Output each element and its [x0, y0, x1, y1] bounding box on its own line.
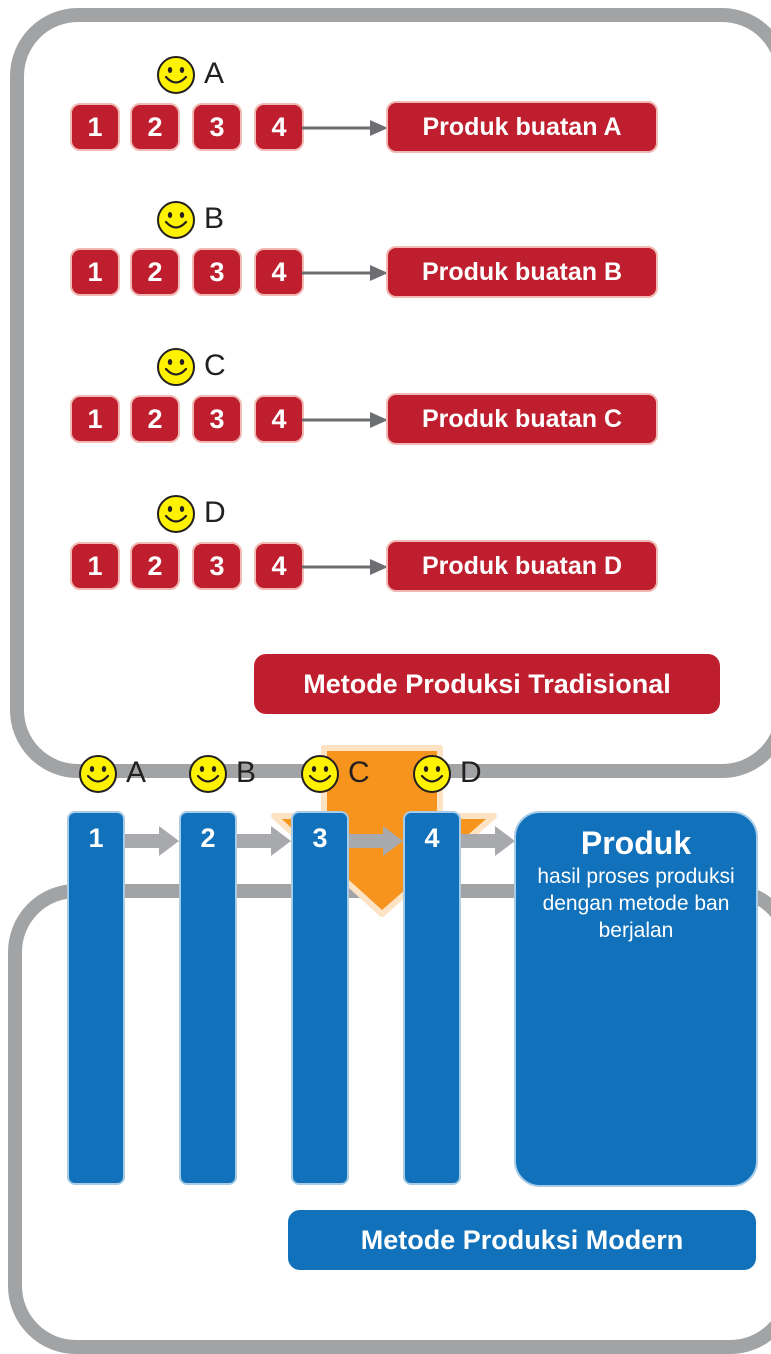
step-box: 4 — [254, 248, 304, 296]
modern-product-title: Produk — [580, 825, 692, 861]
step-box: 3 — [192, 248, 242, 296]
traditional-method-label: Metode Produksi Tradisional — [254, 654, 720, 714]
station-column: 4 — [403, 811, 461, 1185]
smiley-face-icon — [157, 348, 195, 386]
worker-label: C — [348, 756, 370, 789]
step-box: 3 — [192, 103, 242, 151]
smiley-face-icon — [157, 56, 195, 94]
flow-arrow-icon — [461, 826, 515, 856]
flow-arrow-icon — [237, 826, 291, 856]
station-column: 3 — [291, 811, 349, 1185]
step-box: 2 — [130, 395, 180, 443]
step-box: 1 — [70, 103, 120, 151]
worker-label: B — [236, 756, 257, 789]
product-box: Produk buatan A — [386, 101, 658, 153]
worker-label: B — [204, 202, 225, 235]
step-box: 1 — [70, 542, 120, 590]
product-box: Produk buatan D — [386, 540, 658, 592]
worker-label: D — [204, 496, 226, 529]
worker-label: D — [460, 756, 482, 789]
step-box: 2 — [130, 103, 180, 151]
flow-arrow-icon — [125, 826, 179, 856]
step-box: 3 — [192, 542, 242, 590]
smiley-face-icon — [157, 201, 195, 239]
modern-product-description: hasil proses produksi dengan metode ban … — [537, 865, 735, 942]
smiley-face-icon — [301, 755, 339, 793]
arrow-right-icon — [302, 120, 388, 136]
flow-arrow-icon — [349, 826, 403, 856]
smiley-face-icon — [189, 755, 227, 793]
station-column: 2 — [179, 811, 237, 1185]
step-box: 2 — [130, 542, 180, 590]
modern-product-box: Produk hasil proses produksi dengan meto… — [514, 811, 758, 1187]
product-box: Produk buatan C — [386, 393, 658, 445]
arrow-right-icon — [302, 265, 388, 281]
step-box: 4 — [254, 395, 304, 443]
step-box: 4 — [254, 542, 304, 590]
product-box: Produk buatan B — [386, 246, 658, 298]
arrow-right-icon — [302, 412, 388, 428]
smiley-face-icon — [157, 495, 195, 533]
step-box: 1 — [70, 248, 120, 296]
worker-label: A — [204, 57, 225, 90]
worker-label: A — [126, 756, 147, 789]
arrow-right-icon — [302, 559, 388, 575]
station-column: 1 — [67, 811, 125, 1185]
step-box: 2 — [130, 248, 180, 296]
step-box: 3 — [192, 395, 242, 443]
smiley-face-icon — [79, 755, 117, 793]
worker-label: C — [204, 349, 226, 382]
step-box: 4 — [254, 103, 304, 151]
step-box: 1 — [70, 395, 120, 443]
smiley-face-icon — [413, 755, 451, 793]
modern-method-label: Metode Produksi Modern — [288, 1210, 756, 1270]
